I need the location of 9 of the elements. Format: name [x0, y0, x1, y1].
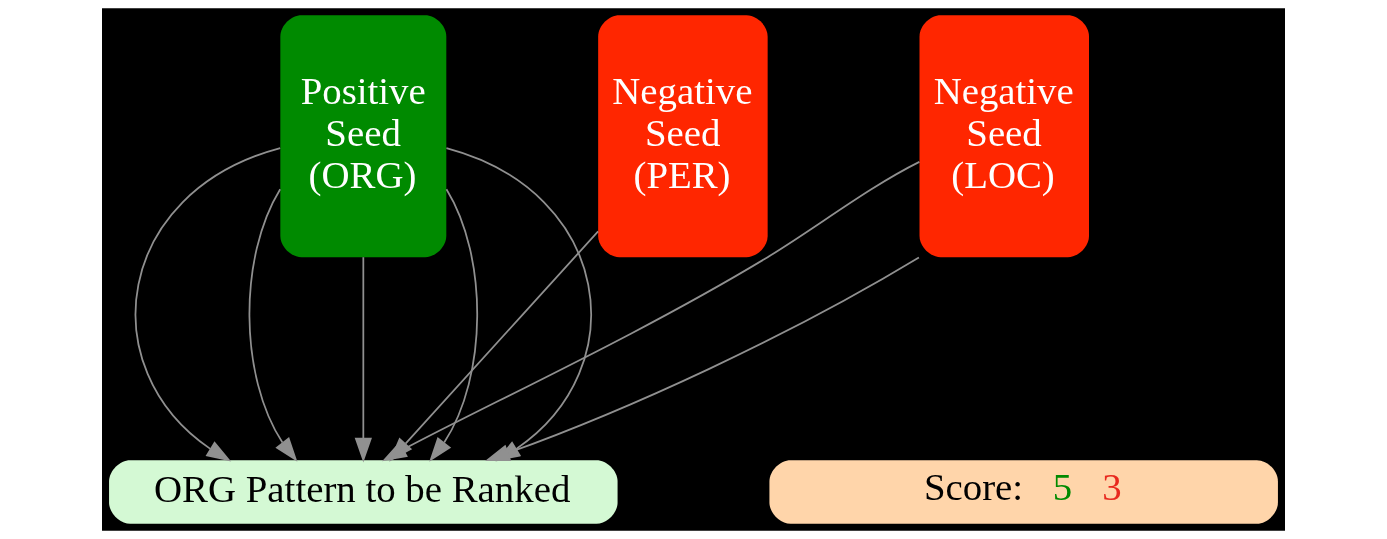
- node-box: Negative Seed (LOC): [919, 15, 1089, 258]
- node-box: Positive Seed (ORG): [280, 15, 447, 258]
- node-box: ORG Pattern to be Ranked: [109, 460, 618, 524]
- node-box: Negative Seed (PER): [598, 15, 768, 258]
- node-box: Score: 5 3: [769, 460, 1278, 524]
- arrow: [429, 188, 479, 462]
- arrow: [134, 147, 282, 462]
- arrow: [354, 256, 372, 463]
- arrow: [248, 188, 298, 462]
